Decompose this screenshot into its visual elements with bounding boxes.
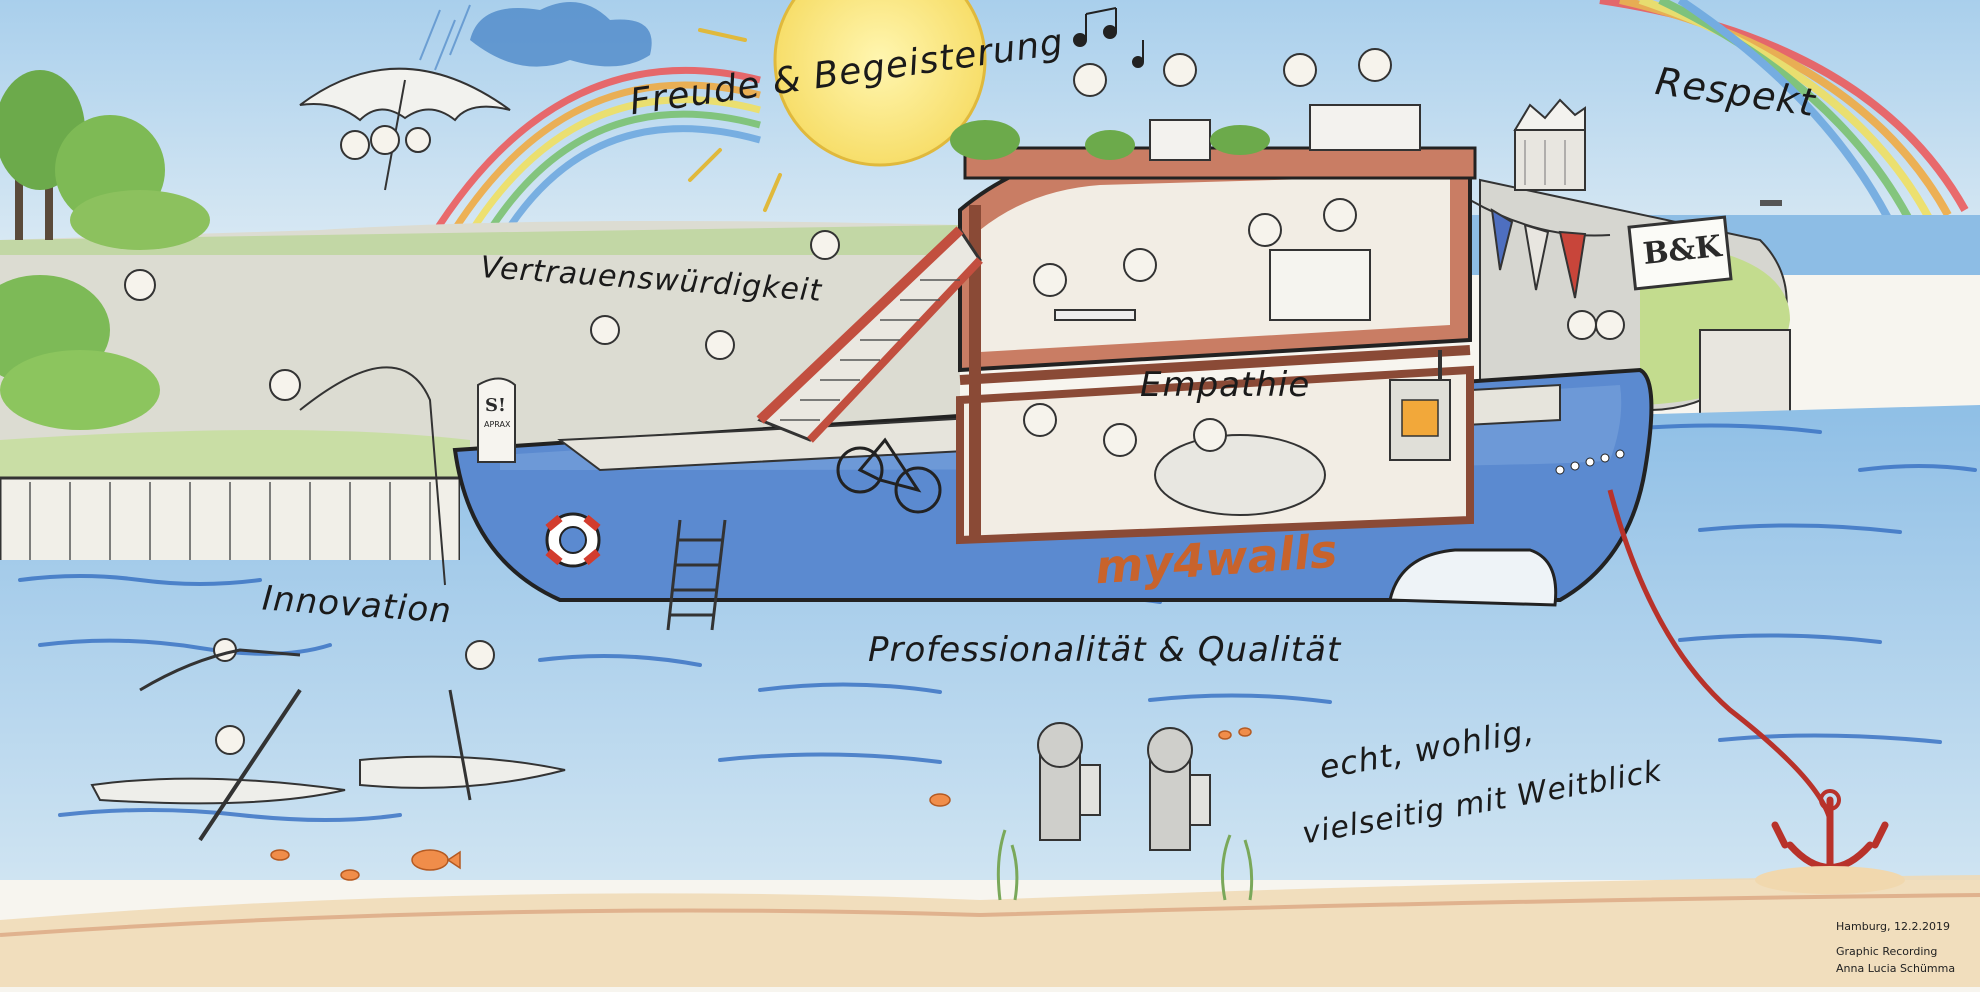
stove-icon [1389, 350, 1451, 461]
people-left [124, 125, 1625, 401]
sun-icon [688, 0, 1072, 217]
stairs [756, 226, 983, 443]
music-notes-icon [1073, 7, 1144, 68]
rain-cloud-icon [419, 2, 652, 71]
distant-ship [1760, 200, 1782, 206]
grass-strip [0, 225, 960, 255]
rainbow-right-icon [1599, 0, 1969, 232]
people-and-furniture [1023, 48, 1392, 516]
rooftop-terrace [950, 104, 1477, 180]
stone-sign-sub: APRAX [484, 420, 511, 429]
signature-place-date: Hamburg, 12.2.2019 [1836, 920, 1950, 933]
land-left [0, 221, 960, 480]
fish-icon [270, 727, 1252, 881]
fishing-rod [299, 366, 446, 586]
grass-bottom [0, 430, 470, 480]
signature-credit-1: Graphic Recording [1836, 945, 1938, 958]
signature-credit-2: Anna Lucia Schümma [1836, 962, 1956, 975]
quay-wall [0, 476, 462, 565]
bicycle-icon [836, 437, 942, 514]
seabed [0, 875, 1980, 987]
porthole-window [1388, 548, 1558, 607]
value-professionalism-quality: Professionalität & Qualität [868, 630, 1342, 670]
swimmer-icon [139, 638, 301, 692]
ladder-icon [666, 519, 727, 631]
seagrass-icon [996, 829, 1254, 901]
kayak-icon [90, 688, 346, 842]
anchor-icon [1607, 489, 1905, 894]
logo-sign-board [1627, 215, 1733, 291]
bush-icon [0, 275, 160, 430]
stone-monument [477, 377, 516, 463]
tree-icon [0, 70, 210, 250]
concert-hall-icon [1513, 98, 1586, 191]
stone-sign-title: S! [485, 395, 506, 416]
paddleboard-icon [359, 640, 566, 801]
value-empathy: Empathie [1140, 365, 1311, 405]
bunting-icon [1469, 199, 1611, 299]
lifebuoy-icon [545, 512, 601, 568]
rainbow-left-icon [427, 66, 761, 262]
diver-icon [1037, 722, 1211, 851]
stars-icon [1555, 449, 1625, 475]
